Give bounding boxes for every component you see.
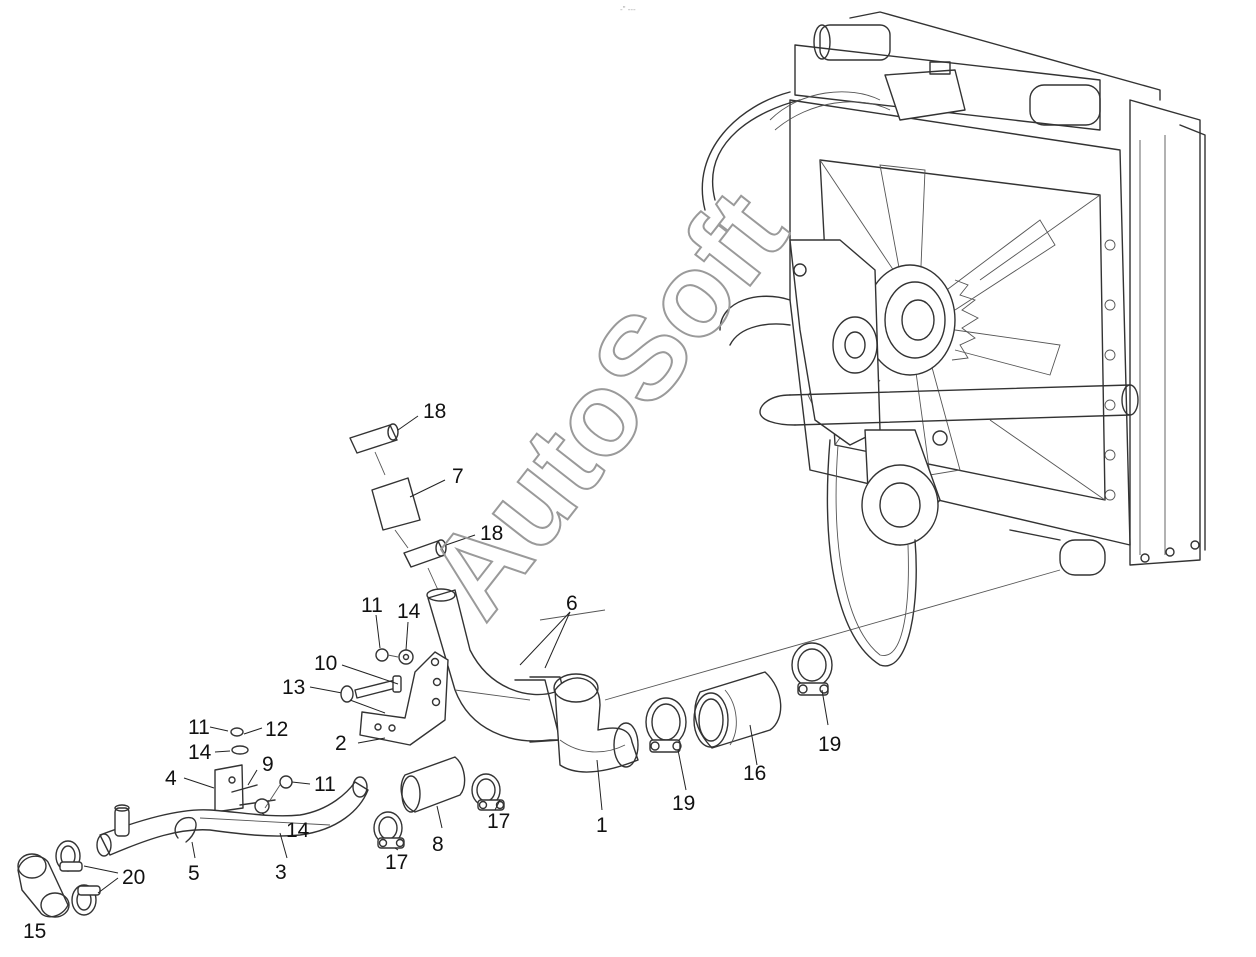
leader-18b <box>445 534 476 546</box>
leader-13b <box>349 699 386 714</box>
part-11-nut-top <box>375 648 389 662</box>
leader-5 <box>191 841 196 859</box>
part-17-hose-clamp-left <box>373 811 405 849</box>
callout-8: 8 <box>432 833 444 856</box>
callout-9: 9 <box>262 753 274 776</box>
watermark-text: AutoSoft <box>401 167 812 641</box>
callout-19-left: 19 <box>672 792 695 815</box>
part-11-nut-low <box>279 775 293 789</box>
callout-18-lower: 18 <box>480 522 503 545</box>
callout-5: 5 <box>188 862 200 885</box>
assembly-axis-line-upper <box>539 609 606 621</box>
callout-11-top: 11 <box>361 594 383 617</box>
callout-14-low: 14 <box>286 819 310 842</box>
part-9-screw <box>231 784 258 793</box>
part-17-hose-clamp-right <box>471 773 505 811</box>
part-14-washer-mid <box>231 745 249 755</box>
leader-13 <box>309 686 343 694</box>
leader-19a <box>677 749 687 791</box>
callout-12: 12 <box>265 718 288 741</box>
part-19-hose-clamp-left <box>645 697 687 753</box>
part-1-hose-bend <box>553 673 639 773</box>
leader-19b <box>821 689 829 726</box>
part-18-lower-coupler <box>403 539 447 568</box>
part-15-hose <box>17 853 70 918</box>
leader-20a <box>83 865 119 874</box>
leader-8 <box>436 805 443 829</box>
callout-19-right: 19 <box>818 733 841 756</box>
part-14-washer-top <box>398 649 414 665</box>
leader-9 <box>247 769 258 786</box>
callout-10: 10 <box>314 652 337 675</box>
leader-6b <box>544 611 571 669</box>
callout-3: 3 <box>275 861 287 884</box>
callout-11-low: 11 <box>314 773 336 796</box>
callout-20: 20 <box>122 866 145 889</box>
leader-7 <box>409 479 446 498</box>
callout-11-mid: 11 <box>188 716 210 739</box>
leader-11c <box>291 781 311 785</box>
part-18-upper-coupler <box>349 423 399 454</box>
callout-17-right: 17 <box>487 810 510 833</box>
leader-4 <box>183 777 215 789</box>
leader-18a <box>397 415 419 431</box>
callout-14-mid: 14 <box>188 741 212 764</box>
callout-7: 7 <box>452 465 464 488</box>
header-mark: -" --- <box>620 5 636 14</box>
callout-18-upper: 18 <box>423 400 446 423</box>
leader-20b <box>97 877 119 894</box>
callout-labels: 18 7 18 6 11 14 10 13 2 11 12 14 4 9 11 … <box>23 400 841 943</box>
leader-11b <box>209 726 229 732</box>
leader-1 <box>596 759 603 811</box>
leader-11a <box>375 614 381 649</box>
leader-12 <box>243 727 263 735</box>
callout-15: 15 <box>23 920 46 943</box>
part-11-nut-mid <box>230 727 244 737</box>
leader-14a <box>405 621 409 651</box>
leader-10 <box>341 664 399 685</box>
assembly-axis-line <box>604 569 1061 701</box>
part-3-coolant-tube <box>96 776 369 857</box>
part-7-sleeve <box>371 477 421 531</box>
part-13-washer <box>340 685 354 703</box>
part-14-washer-low <box>254 798 270 814</box>
leader-16 <box>749 724 758 766</box>
leader-6a <box>519 611 571 666</box>
part-16-sleeve-hose <box>693 671 782 749</box>
part-10-bolt <box>354 675 402 699</box>
callout-6: 6 <box>566 592 578 615</box>
callout-13: 13 <box>282 676 305 699</box>
part-2-mounting-bracket <box>359 651 449 746</box>
radiator-fan-assembly <box>701 11 1206 667</box>
leader-3 <box>279 832 288 859</box>
leader-14b <box>214 750 231 753</box>
leader-17a <box>394 847 399 851</box>
callout-2: 2 <box>335 732 347 755</box>
part-19-hose-clamp-right <box>791 642 833 696</box>
part-5-clip <box>174 816 197 843</box>
callout-1: 1 <box>596 814 608 837</box>
leader-2 <box>357 737 386 744</box>
leader-17b <box>494 799 501 811</box>
callout-16: 16 <box>743 762 766 785</box>
callout-4: 4 <box>165 767 177 790</box>
part-8-straight-hose <box>400 756 466 813</box>
callout-14-top: 14 <box>397 600 421 623</box>
part-20-hose-clamps <box>55 840 101 916</box>
callout-17-left: 17 <box>385 851 408 874</box>
